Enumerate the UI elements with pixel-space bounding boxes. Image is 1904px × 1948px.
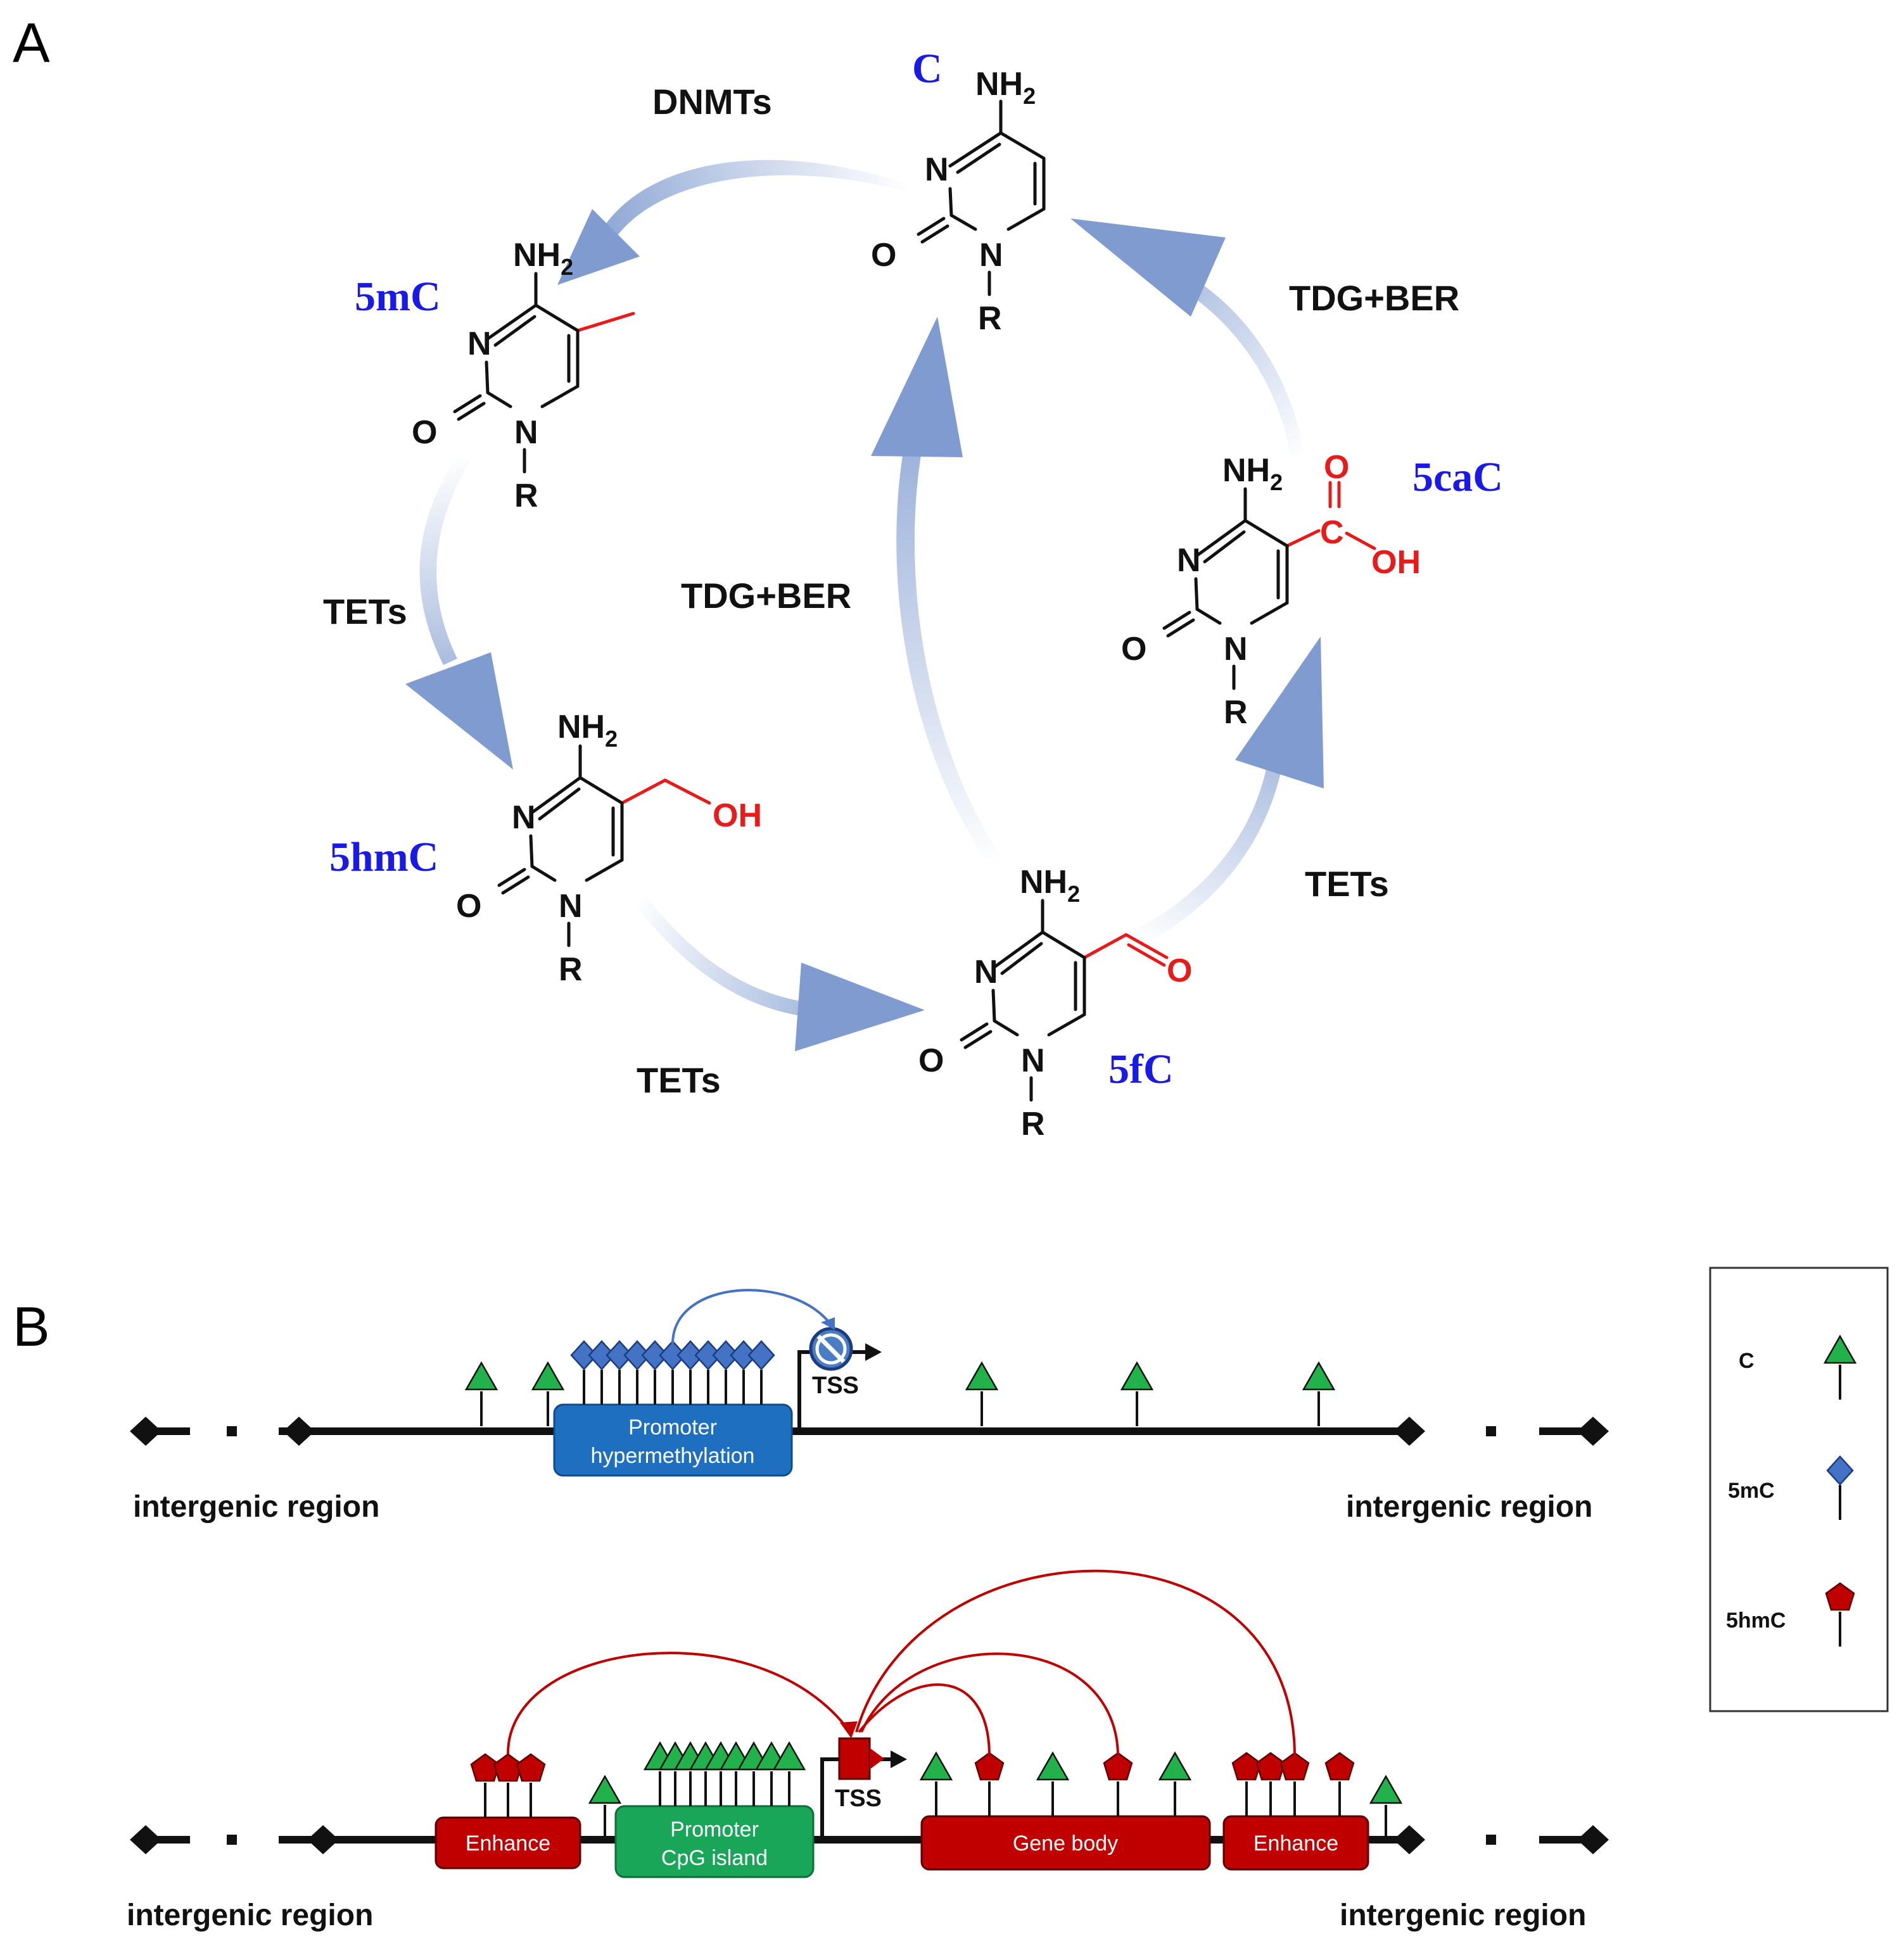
arrow-tets-bottom: [633, 896, 925, 1051]
track-2-tss-arrow: [820, 1737, 907, 1837]
legend-5mc-label: 5mC: [1728, 1479, 1775, 1503]
track-2-tss-label: TSS: [835, 1785, 882, 1812]
label-tdg-middle: TDG+BER: [681, 576, 851, 616]
molecule-5mc-r: R: [514, 478, 538, 514]
molecule-5cac-r: R: [1224, 694, 1248, 731]
molecule-5cac-o: O: [1121, 631, 1146, 667]
panel-b-label: B: [13, 1295, 50, 1358]
molecule-5cac-n1: N: [1224, 631, 1248, 667]
arrow-tdg-middle: [871, 317, 1004, 868]
track-1-left-region: intergenic region: [133, 1490, 379, 1524]
track-1-dna-line: [130, 1417, 1609, 1446]
track-1-5mc-markers: [570, 1340, 775, 1406]
promoter-hypermethylation-line2: hypermethylation: [591, 1444, 755, 1468]
label-tets-left: TETs: [323, 591, 407, 631]
arrow-dnmts: [557, 160, 906, 285]
arrow-tets-left: [405, 453, 513, 769]
panel-a-label: A: [13, 11, 50, 74]
arrow-tets-right: [1134, 636, 1324, 947]
track-2: Enhance Promoter CpG island Gene body En…: [127, 1569, 1609, 1932]
molecule-5hmc-name: 5hmC: [329, 834, 438, 880]
label-tdg-right: TDG+BER: [1289, 278, 1459, 318]
molecule-5fc: 5fC NH2 O N N O R: [918, 864, 1192, 1142]
legend-box: [1709, 1267, 1889, 1712]
molecule-c-n1: N: [979, 237, 1003, 274]
molecule-5fc-o: O: [918, 1042, 944, 1079]
molecule-5hmc-oh: OH: [713, 797, 762, 834]
molecule-5hmc-amine: NH2: [557, 709, 618, 752]
molecule-5fc-r: R: [1021, 1106, 1045, 1142]
molecule-5cac-oh: OH: [1371, 544, 1421, 581]
legend-5hmc-label: 5hmC: [1726, 1609, 1786, 1633]
molecule-5cac-amine: NH2: [1222, 452, 1283, 495]
molecule-5cac-n3: N: [1177, 542, 1201, 579]
molecule-5cac-name: 5caC: [1412, 454, 1503, 500]
molecule-5fc-name: 5fC: [1108, 1046, 1174, 1092]
track-1-right-region: intergenic region: [1346, 1490, 1592, 1524]
molecule-5hmc: 5hmC NH2 OH N N O R: [329, 709, 762, 988]
legend-c-label: C: [1739, 1349, 1755, 1373]
molecule-5hmc-o: O: [456, 888, 481, 925]
enhancer-left-label: Enhance: [466, 1831, 550, 1856]
track-2-left-region: intergenic region: [127, 1899, 373, 1932]
track-2-enhancer-loops: [506, 1569, 1296, 1755]
molecule-5mc-n1: N: [514, 414, 538, 451]
gene-body-label: Gene body: [1013, 1831, 1118, 1856]
molecule-5hmc-n1: N: [559, 888, 583, 925]
label-tets-right: TETs: [1305, 864, 1389, 904]
molecule-c-amine: NH2: [975, 66, 1036, 109]
track-1-repression-arrow: [671, 1289, 832, 1344]
promoter-cpg-line2: CpG island: [661, 1846, 768, 1870]
track-1-tss-label: TSS: [812, 1372, 859, 1399]
molecule-c-name: C: [912, 46, 942, 92]
molecule-5fc-amine: NH2: [1020, 864, 1080, 907]
tss-arrow-blocked: [797, 1327, 882, 1430]
molecule-5hmc-n3: N: [512, 799, 536, 836]
molecule-c-r: R: [978, 300, 1002, 337]
molecule-c-n3: N: [925, 151, 949, 188]
label-dnmts: DNMTs: [652, 82, 772, 122]
label-tets-bottom: TETs: [637, 1060, 721, 1100]
molecule-5mc-n3: N: [467, 326, 492, 362]
track-1: Promoter hypermethylation TSS intergenic…: [130, 1289, 1609, 1524]
molecule-5fc-n1: N: [1021, 1042, 1045, 1079]
enhancer-right-label: Enhance: [1253, 1831, 1338, 1856]
molecule-c-o: O: [871, 237, 896, 274]
gene-body-box: [920, 1815, 1211, 1871]
track-2-right-region: intergenic region: [1340, 1899, 1586, 1932]
molecule-c: C NH2 N N O R: [871, 46, 1046, 337]
molecule-5hmc-r: R: [559, 951, 583, 988]
molecule-5fc-n3: N: [974, 954, 998, 990]
molecule-5cac-o-top: O: [1324, 449, 1349, 486]
molecule-5mc-name: 5mC: [355, 274, 441, 320]
molecule-5mc-amine: NH2: [513, 237, 573, 280]
molecule-5cac: 5caC NH2 C O OH N N O R: [1121, 449, 1503, 731]
promoter-hypermethylation-line1: Promoter: [628, 1415, 717, 1439]
molecule-5mc: 5mC NH2 N N O R: [355, 237, 635, 514]
molecule-5cac-c: C: [1320, 514, 1344, 551]
arrow-tdg-right: [1070, 218, 1305, 457]
legend: C 5mC 5hmC: [1709, 1267, 1889, 1712]
molecule-5mc-o: O: [412, 414, 437, 451]
molecule-5fc-o-group: O: [1167, 952, 1192, 989]
promoter-cpg-box: [614, 1805, 815, 1878]
promoter-cpg-line1: Promoter: [670, 1818, 759, 1842]
